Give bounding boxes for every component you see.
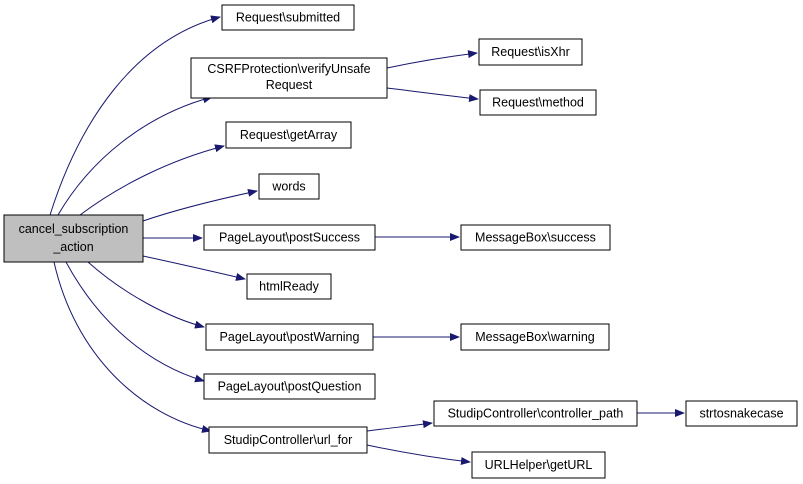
edge-verify-isxhr — [386, 50, 478, 69]
node-label: _action — [52, 240, 93, 254]
node-cancel-subscription-action[interactable]: cancel_subscription _action — [3, 214, 144, 263]
node-messagebox-warning[interactable]: MessageBox\warning — [460, 323, 610, 351]
node-label: MessageBox\success — [475, 231, 596, 245]
node-label: Request\getArray — [240, 128, 338, 142]
edge-root-url-for — [53, 261, 212, 433]
node-label: PageLayout\postWarning — [220, 330, 360, 344]
edge-root-getarray — [79, 144, 225, 216]
edge-url-for-controller-path — [366, 420, 433, 432]
node-label: Request\submitted — [236, 11, 340, 25]
edge-verify-method — [386, 87, 479, 103]
edge-root-words — [142, 188, 258, 222]
node-htmlready[interactable]: htmlReady — [246, 273, 332, 300]
edges — [49, 15, 685, 465]
node-label: strtosnakecase — [699, 407, 783, 421]
node-pagelayout-postwarning[interactable]: PageLayout\postWarning — [205, 323, 374, 351]
node-pagelayout-postsuccess[interactable]: PageLayout\postSuccess — [203, 224, 376, 251]
node-label: Request\isXhr — [491, 45, 570, 59]
node-label: Request\method — [492, 96, 584, 110]
node-studipcontroller-controller-path[interactable]: StudipController\controller_path — [433, 400, 638, 427]
edge-root-postwarning — [87, 261, 205, 329]
node-strtosnakecase[interactable]: strtosnakecase — [685, 400, 798, 427]
edge-root-htmlready — [142, 255, 246, 281]
node-request-isxhr[interactable]: Request\isXhr — [478, 38, 583, 66]
edge-root-submitted — [49, 15, 221, 216]
node-urlhelper-geturl[interactable]: URLHelper\getURL — [471, 451, 606, 479]
node-label: htmlReady — [259, 280, 319, 294]
node-label: StudipController\url_for — [224, 433, 353, 447]
node-label: cancel_subscription — [19, 222, 129, 236]
edge-url-for-geturl — [366, 444, 471, 465]
node-request-getarray[interactable]: Request\getArray — [225, 121, 352, 149]
node-request-method[interactable]: Request\method — [479, 89, 597, 116]
node-label: StudipController\controller_path — [448, 407, 624, 421]
node-label: Request — [266, 78, 313, 92]
edge-root-postquestion — [65, 261, 205, 383]
node-label: words — [271, 180, 305, 194]
node-label: PageLayout\postQuestion — [218, 380, 362, 394]
node-label: URLHelper\getURL — [485, 458, 593, 472]
edge-root-verify-unsafe-request — [57, 95, 213, 216]
node-pagelayout-postquestion[interactable]: PageLayout\postQuestion — [203, 373, 376, 400]
node-label: MessageBox\warning — [475, 330, 595, 344]
node-csrfprotection-verifyunsaferequest[interactable]: CSRFProtection\verifyUnsafe Request — [190, 57, 388, 99]
node-label: CSRFProtection\verifyUnsafe — [207, 62, 370, 76]
node-messagebox-success[interactable]: MessageBox\success — [460, 224, 611, 251]
node-studipcontroller-url-for[interactable]: StudipController\url_for — [208, 426, 368, 454]
node-words[interactable]: words — [258, 173, 320, 200]
node-label: PageLayout\postSuccess — [219, 231, 360, 245]
node-request-submitted[interactable]: Request\submitted — [221, 4, 355, 31]
